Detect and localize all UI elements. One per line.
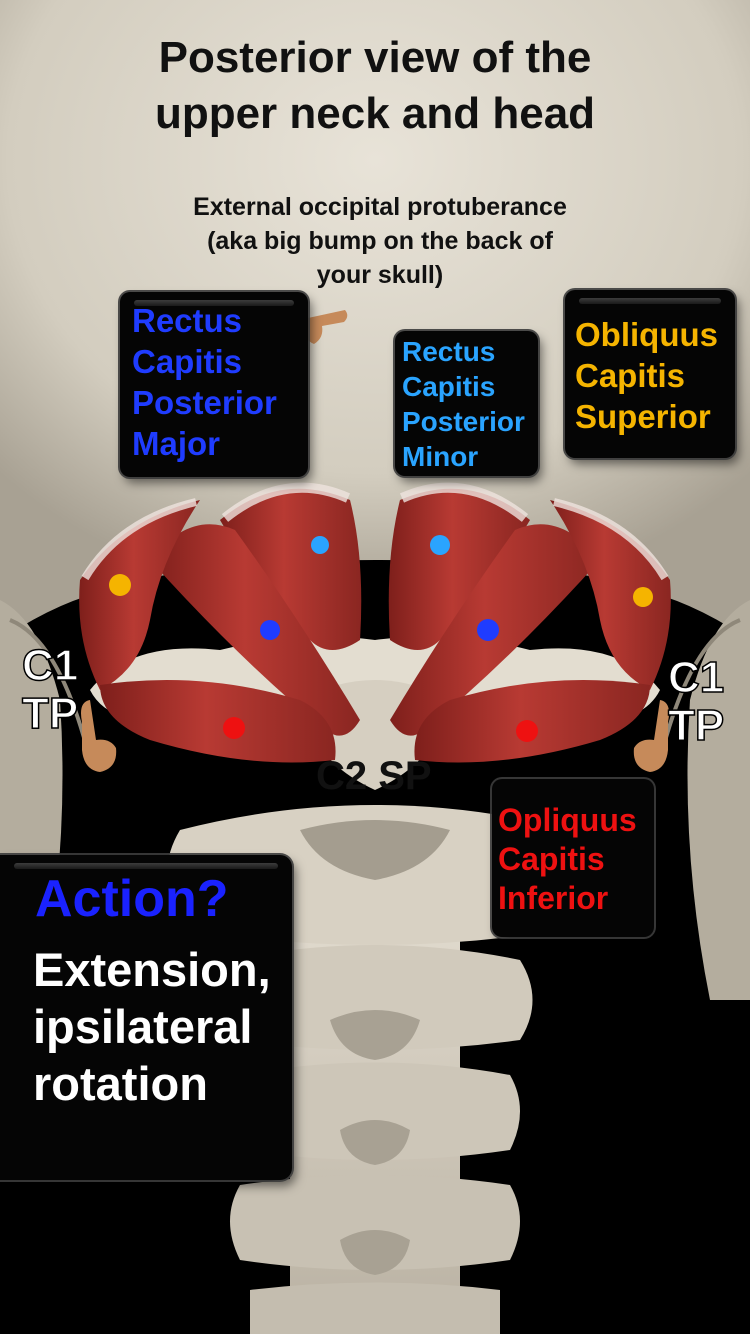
suboccipital-muscles bbox=[79, 482, 671, 763]
rcp-minor-marker-right bbox=[430, 535, 450, 555]
rcp-minor-label: Rectus Capitis Posterior Minor bbox=[402, 336, 525, 472]
rcp-major-marker-left bbox=[260, 620, 280, 640]
eop-label: External occipital protuberance (aka big… bbox=[193, 193, 567, 289]
rcp-minor-label-box: Rectus Capitis Posterior Minor bbox=[395, 331, 538, 476]
pointing-hand-icon bbox=[633, 700, 669, 772]
oci-marker-left bbox=[223, 717, 245, 739]
ocs-marker-left bbox=[109, 574, 131, 596]
oci-label: Opliquus Capitis Inferior bbox=[498, 802, 637, 916]
ocs-label-box: Obliquus Capitis Superior bbox=[565, 290, 735, 458]
pointing-hand-icon bbox=[304, 310, 348, 344]
rcp-major-marker-right bbox=[477, 619, 499, 641]
action-question: Action? bbox=[35, 870, 229, 928]
c1-tp-left-label: C1 TP bbox=[21, 641, 79, 739]
ocs-label: Obliquus Capitis Superior bbox=[575, 316, 718, 435]
skull bbox=[0, 0, 750, 640]
rcp-major-label-box: Rectus Capitis Posterior Major bbox=[120, 292, 308, 477]
oci-label-box: Opliquus Capitis Inferior bbox=[492, 779, 654, 937]
c2-sp-label: C2 SP bbox=[316, 754, 432, 798]
cervical-spine bbox=[167, 805, 583, 1334]
rcp-minor-marker-left bbox=[311, 536, 329, 554]
ocs-marker-right bbox=[633, 587, 653, 607]
page-title: Posterior view of the upper neck and hea… bbox=[154, 33, 596, 138]
action-answer: Extension, ipsilateral rotation bbox=[33, 943, 271, 1110]
oci-marker-right bbox=[516, 720, 538, 742]
c1-tp-right-label: C1 TP bbox=[667, 653, 725, 751]
rcp-major-label: Rectus Capitis Posterior Major bbox=[132, 302, 277, 462]
action-box: Action? Extension, ipsilateral rotation bbox=[0, 855, 292, 1180]
muscle-markers bbox=[109, 535, 653, 742]
pointing-hand-icon bbox=[81, 700, 117, 772]
